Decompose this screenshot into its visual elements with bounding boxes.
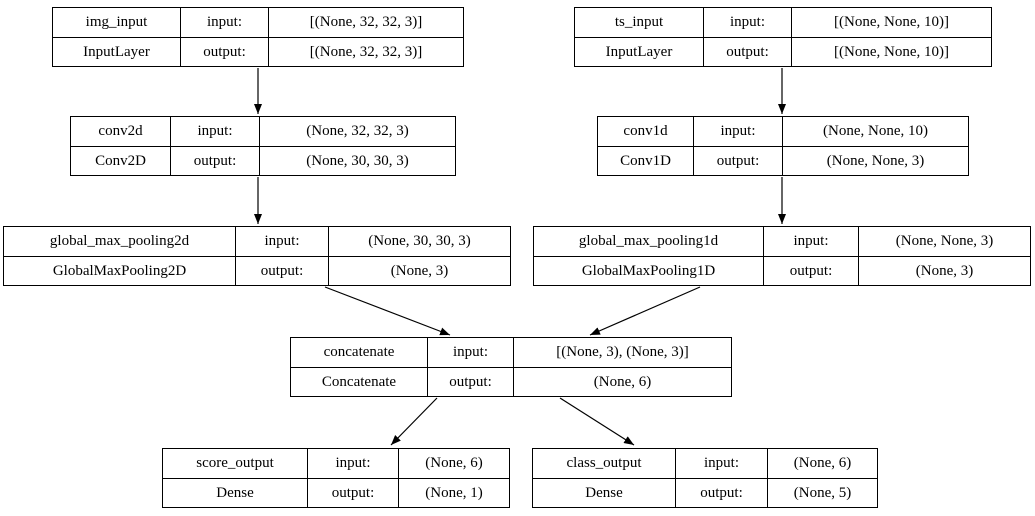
- output-shape: (None, 6): [513, 367, 731, 396]
- layer-type: Concatenate: [291, 367, 427, 396]
- layer-type: Dense: [533, 478, 675, 507]
- output-label: output:: [235, 256, 328, 285]
- input-label: input:: [675, 449, 767, 478]
- input-label: input:: [307, 449, 398, 478]
- edge-global-max-pooling1d-to-concatenate: [589, 286, 701, 336]
- output-label: output:: [180, 37, 268, 66]
- output-shape: (None, 30, 30, 3): [259, 146, 455, 175]
- layer-name: concatenate: [323, 344, 395, 360]
- layer-name: img_input: [85, 14, 148, 30]
- output-label: output:: [693, 146, 782, 175]
- output-label: output:: [170, 146, 259, 175]
- layer-name: conv2d: [98, 123, 143, 139]
- output-label: output:: [703, 37, 791, 66]
- output-shape: [(None, 32, 32, 3)]: [268, 37, 463, 66]
- input-label: input:: [170, 117, 259, 146]
- input-label: input:: [427, 338, 513, 367]
- input-label: input:: [703, 8, 791, 37]
- output-shape: (None, None, 3): [782, 146, 968, 175]
- layer-name: score_output: [196, 455, 274, 471]
- output-shape: (None, 3): [328, 256, 510, 285]
- layer-name: class_output: [566, 455, 642, 471]
- node-conv2d: conv2d input: (None, 32, 32, 3) Conv2D o…: [70, 116, 456, 176]
- input-shape: (None, None, 10): [782, 117, 968, 146]
- edge-concatenate-to-class-output: [559, 397, 635, 446]
- output-shape: (None, 5): [767, 478, 877, 507]
- input-shape: (None, 6): [398, 449, 509, 478]
- layer-type: GlobalMaxPooling2D: [4, 256, 235, 285]
- node-score-output: score_output input: (None, 6) Dense outp…: [162, 448, 510, 508]
- layer-type: Dense: [163, 478, 307, 507]
- output-shape: (None, 3): [858, 256, 1030, 285]
- layer-type: Conv1D: [598, 146, 693, 175]
- output-label: output:: [675, 478, 767, 507]
- input-label: input:: [693, 117, 782, 146]
- node-global-max-pooling2d: global_max_pooling2d input: (None, 30, 3…: [3, 226, 511, 286]
- node-ts-input: ts_input input: [(None, None, 10)] Input…: [574, 7, 992, 67]
- layer-type: Conv2D: [71, 146, 170, 175]
- input-label: input:: [235, 227, 328, 256]
- layer-name: ts_input: [614, 14, 664, 30]
- output-label: output:: [307, 478, 398, 507]
- layer-type: GlobalMaxPooling1D: [534, 256, 763, 285]
- layer-name: global_max_pooling2d: [49, 233, 190, 249]
- input-shape: (None, None, 3): [858, 227, 1030, 256]
- layer-type: InputLayer: [53, 37, 180, 66]
- input-shape: (None, 32, 32, 3): [259, 117, 455, 146]
- input-shape: [(None, 3), (None, 3)]: [513, 338, 731, 367]
- edge-global-max-pooling2d-to-concatenate: [324, 286, 451, 336]
- input-shape: (None, 30, 30, 3): [328, 227, 510, 256]
- node-concatenate: concatenate input: [(None, 3), (None, 3)…: [290, 337, 732, 397]
- output-shape: [(None, None, 10)]: [791, 37, 991, 66]
- output-shape: (None, 1): [398, 478, 509, 507]
- layer-name: conv1d: [623, 123, 668, 139]
- output-label: output:: [427, 367, 513, 396]
- edge-concatenate-to-score-output: [390, 397, 438, 446]
- layer-type: InputLayer: [575, 37, 703, 66]
- input-label: input:: [180, 8, 268, 37]
- node-global-max-pooling1d: global_max_pooling1d input: (None, None,…: [533, 226, 1031, 286]
- input-label: input:: [763, 227, 858, 256]
- input-shape: [(None, 32, 32, 3)]: [268, 8, 463, 37]
- node-class-output: class_output input: (None, 6) Dense outp…: [532, 448, 878, 508]
- input-shape: (None, 6): [767, 449, 877, 478]
- output-label: output:: [763, 256, 858, 285]
- input-shape: [(None, None, 10)]: [791, 8, 991, 37]
- node-conv1d: conv1d input: (None, None, 10) Conv1D ou…: [597, 116, 969, 176]
- node-img-input: img_input input: [(None, 32, 32, 3)] Inp…: [52, 7, 464, 67]
- layer-name: global_max_pooling1d: [578, 233, 719, 249]
